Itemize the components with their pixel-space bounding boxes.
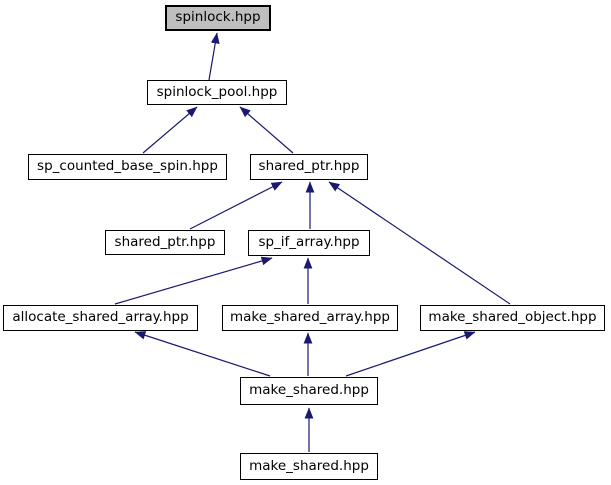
dependency-edge-shared_ptr_a-to-spinlock_pool (239, 106, 294, 154)
graph-node-label: make_shared_array.hpp (229, 309, 391, 326)
dependency-edge-make_shared_object-to-shared_ptr_a (328, 181, 511, 305)
graph-node-label: shared_ptr.hpp (258, 158, 360, 175)
graph-node-make_shared_1[interactable]: make_shared.hpp (240, 377, 378, 405)
dependency-edge-spinlock_pool-to-spinlock (208, 32, 220, 81)
graph-node-label: sp_if_array.hpp (258, 234, 360, 251)
graph-node-shared_ptr_a[interactable]: shared_ptr.hpp (250, 154, 368, 180)
graph-node-shared_ptr_b[interactable]: shared_ptr.hpp (105, 230, 225, 255)
dependency-edge-make_shared_1-to-allocate_shared_array (134, 331, 271, 377)
graph-node-label: spinlock_pool.hpp (156, 83, 278, 100)
graph-node-label: make_shared.hpp (249, 457, 369, 474)
graph-node-label: spinlock.hpp (175, 9, 261, 26)
graph-node-spinlock[interactable]: spinlock.hpp (165, 5, 271, 31)
dependency-edge-sp_counted_base_spin-to-spinlock_pool (142, 106, 198, 154)
dependency-edge-shared_ptr_b-to-shared_ptr_a (189, 181, 283, 230)
dependency-edge-allocate_shared_array-to-sp_if_array (114, 256, 273, 305)
graph-node-label: allocate_shared_array.hpp (12, 309, 189, 326)
graph-node-spinlock_pool[interactable]: spinlock_pool.hpp (147, 80, 287, 105)
graph-node-label: make_shared.hpp (249, 382, 369, 399)
graph-node-sp_if_array[interactable]: sp_if_array.hpp (248, 230, 370, 256)
graph-node-make_shared_object[interactable]: make_shared_object.hpp (420, 305, 605, 331)
graph-node-sp_counted_base_spin[interactable]: sp_counted_base_spin.hpp (28, 154, 227, 180)
graph-node-make_shared_2[interactable]: make_shared.hpp (240, 453, 378, 480)
dependency-edge-make_shared_1-to-make_shared_object (345, 331, 476, 377)
graph-node-make_shared_array[interactable]: make_shared_array.hpp (222, 305, 398, 331)
graph-node-allocate_shared_array[interactable]: allocate_shared_array.hpp (3, 305, 198, 331)
graph-node-label: make_shared_object.hpp (428, 309, 597, 326)
graph-node-label: shared_ptr.hpp (114, 233, 216, 250)
graph-node-label: sp_counted_base_spin.hpp (37, 158, 218, 175)
